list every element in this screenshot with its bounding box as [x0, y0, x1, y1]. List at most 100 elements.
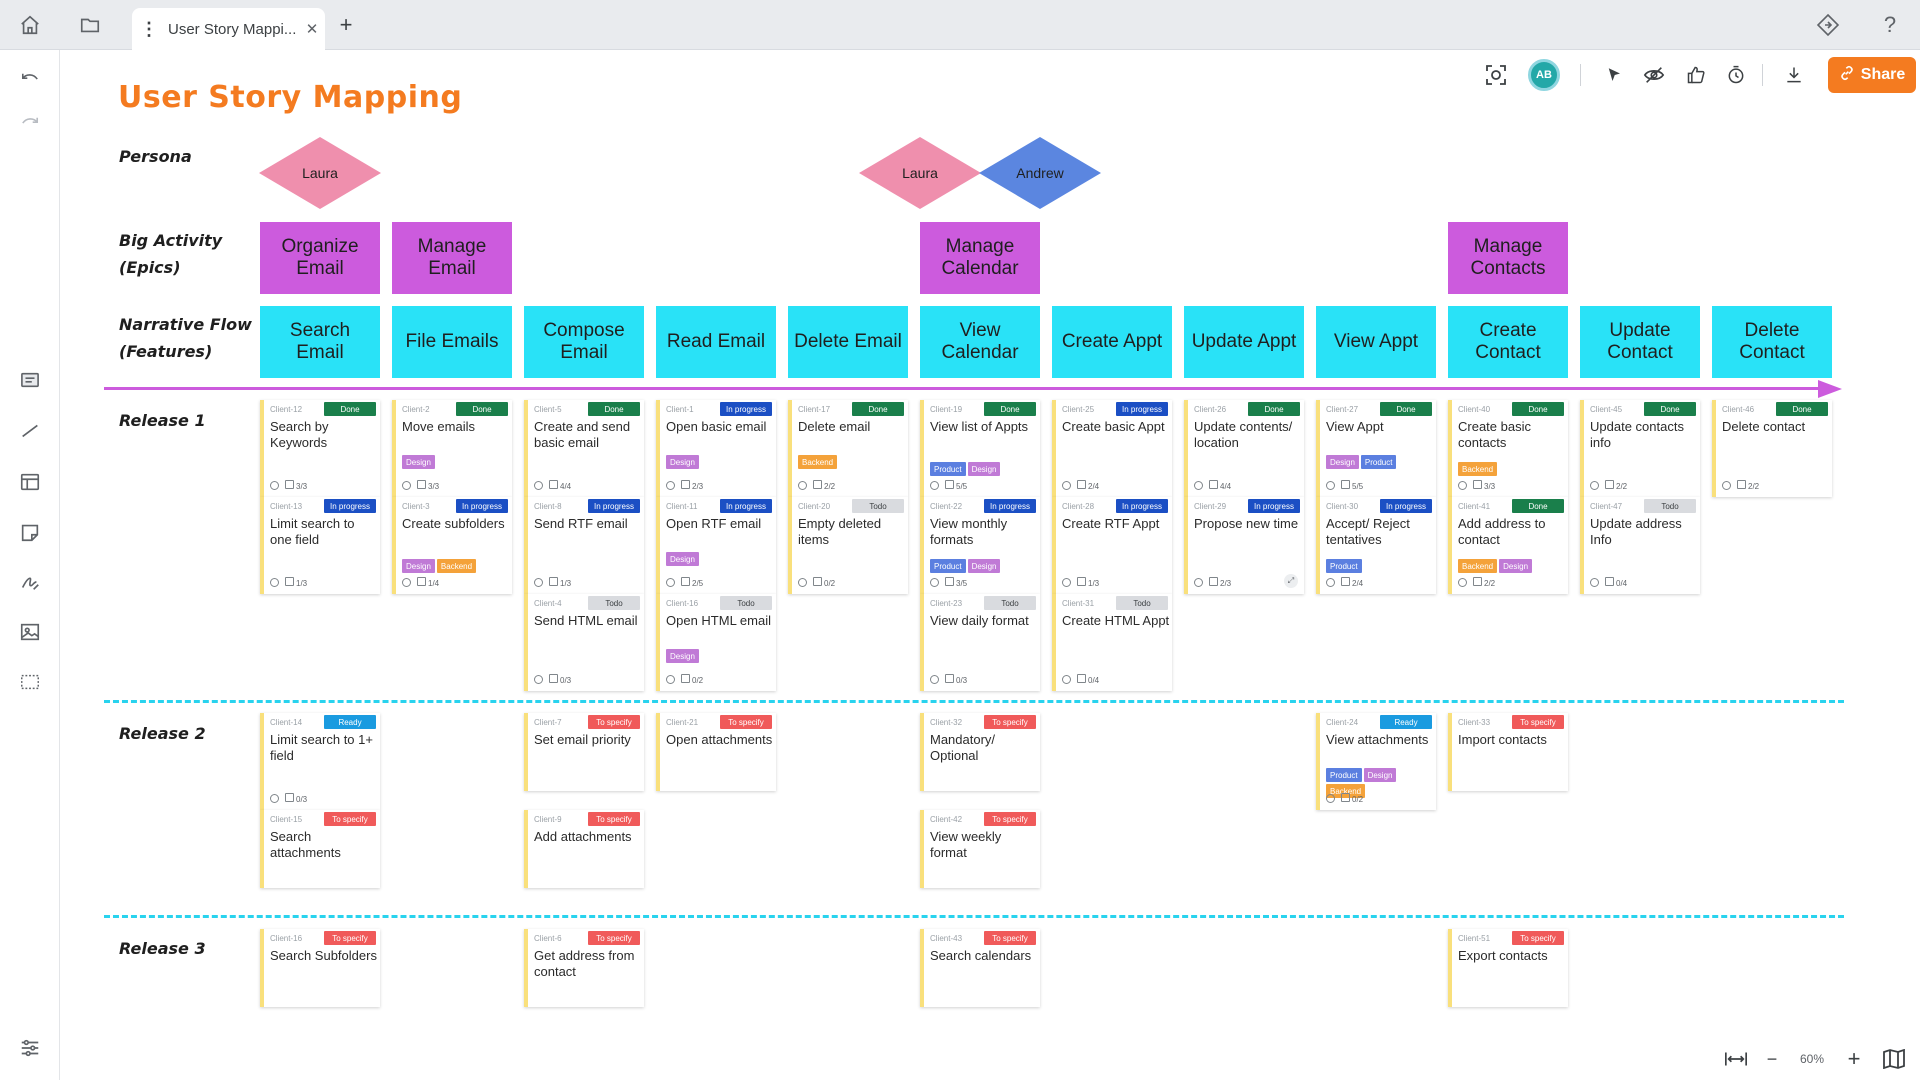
- epic-card[interactable]: Manage Email: [392, 222, 512, 294]
- status-badge[interactable]: In progress: [456, 499, 508, 513]
- status-badge[interactable]: To specify: [588, 931, 640, 945]
- line-tool-icon[interactable]: [10, 412, 50, 448]
- comment-icon[interactable]: [10, 514, 50, 550]
- status-badge[interactable]: Todo: [720, 596, 772, 610]
- status-badge[interactable]: Done: [984, 402, 1036, 416]
- folder-icon[interactable]: [68, 8, 112, 42]
- status-badge[interactable]: Done: [588, 402, 640, 416]
- feature-card[interactable]: Update Contact: [1580, 306, 1700, 378]
- new-tab-icon[interactable]: +: [339, 12, 353, 37]
- status-badge[interactable]: Done: [1644, 402, 1696, 416]
- undo-icon[interactable]: [10, 62, 50, 98]
- status-badge[interactable]: In progress: [1116, 499, 1168, 513]
- tab-menu-icon[interactable]: ⋮: [140, 18, 158, 39]
- feature-card[interactable]: Create Contact: [1448, 306, 1568, 378]
- image-icon[interactable]: [10, 614, 50, 650]
- zoom-out-icon[interactable]: −: [1766, 1048, 1778, 1069]
- download-icon[interactable]: [1776, 54, 1812, 96]
- status-badge[interactable]: Todo: [588, 596, 640, 610]
- status-badge[interactable]: In progress: [1116, 402, 1168, 416]
- persona-diamond[interactable]: Laura: [859, 137, 981, 209]
- status-badge[interactable]: To specify: [984, 715, 1036, 729]
- status-badge[interactable]: To specify: [984, 931, 1036, 945]
- status-badge[interactable]: Done: [324, 402, 376, 416]
- status-badge[interactable]: Done: [1512, 402, 1564, 416]
- status-badge[interactable]: To specify: [1512, 715, 1564, 729]
- status-badge[interactable]: To specify: [984, 812, 1036, 826]
- status-badge[interactable]: In progress: [720, 402, 772, 416]
- pen-icon[interactable]: [10, 564, 50, 600]
- epic-card[interactable]: Manage Contacts: [1448, 222, 1568, 294]
- status-badge[interactable]: Done: [852, 402, 904, 416]
- epic-card[interactable]: Manage Calendar: [920, 222, 1040, 294]
- feature-card[interactable]: Update Appt: [1184, 306, 1304, 378]
- avatar[interactable]: AB: [1528, 59, 1560, 91]
- status-badge[interactable]: Done: [1512, 499, 1564, 513]
- status-badge[interactable]: Done: [1776, 402, 1828, 416]
- zoom-in-icon[interactable]: +: [1847, 1046, 1861, 1071]
- feature-card[interactable]: Compose Email: [524, 306, 644, 378]
- status-badge[interactable]: In progress: [1380, 499, 1432, 513]
- close-tab-icon[interactable]: ✕: [305, 21, 319, 38]
- diamond-nav-icon[interactable]: [1806, 8, 1850, 42]
- share-button[interactable]: Share: [1828, 57, 1916, 93]
- status-badge[interactable]: In progress: [1248, 499, 1300, 513]
- tab-user-story-mapping[interactable]: ⋮ User Story Mappi... ✕: [132, 8, 325, 50]
- feature-card[interactable]: File Emails: [392, 306, 512, 378]
- status-badge[interactable]: To specify: [324, 931, 376, 945]
- status-badge[interactable]: In progress: [720, 499, 772, 513]
- feature-card[interactable]: View Calendar: [920, 306, 1040, 378]
- status-badge[interactable]: To specify: [588, 715, 640, 729]
- redo-icon[interactable]: [10, 106, 50, 142]
- status-badge[interactable]: In progress: [324, 499, 376, 513]
- persona-diamond[interactable]: Laura: [259, 137, 381, 209]
- thumbs-up-icon[interactable]: [1678, 54, 1714, 96]
- status-badge[interactable]: Todo: [1116, 596, 1168, 610]
- cursor-icon[interactable]: [1596, 54, 1632, 96]
- status-badge[interactable]: Done: [1380, 402, 1432, 416]
- status-badge[interactable]: To specify: [588, 812, 640, 826]
- status-badge[interactable]: To specify: [324, 812, 376, 826]
- hide-icon[interactable]: [1636, 54, 1672, 96]
- timer-icon[interactable]: [1718, 54, 1754, 96]
- status-badge[interactable]: Ready: [1380, 715, 1432, 729]
- sticky-note-icon[interactable]: [10, 362, 50, 398]
- feature-card[interactable]: Read Email: [656, 306, 776, 378]
- persona-diamond[interactable]: Andrew: [979, 137, 1101, 209]
- home-icon[interactable]: [8, 8, 52, 42]
- status-badge[interactable]: In progress: [588, 499, 640, 513]
- expand-icon[interactable]: ⤢: [1284, 574, 1298, 588]
- epic-card[interactable]: Organize Email: [260, 222, 380, 294]
- frame-icon[interactable]: [10, 664, 50, 700]
- feature-card[interactable]: Delete Email: [788, 306, 908, 378]
- status-badge[interactable]: To specify: [720, 715, 772, 729]
